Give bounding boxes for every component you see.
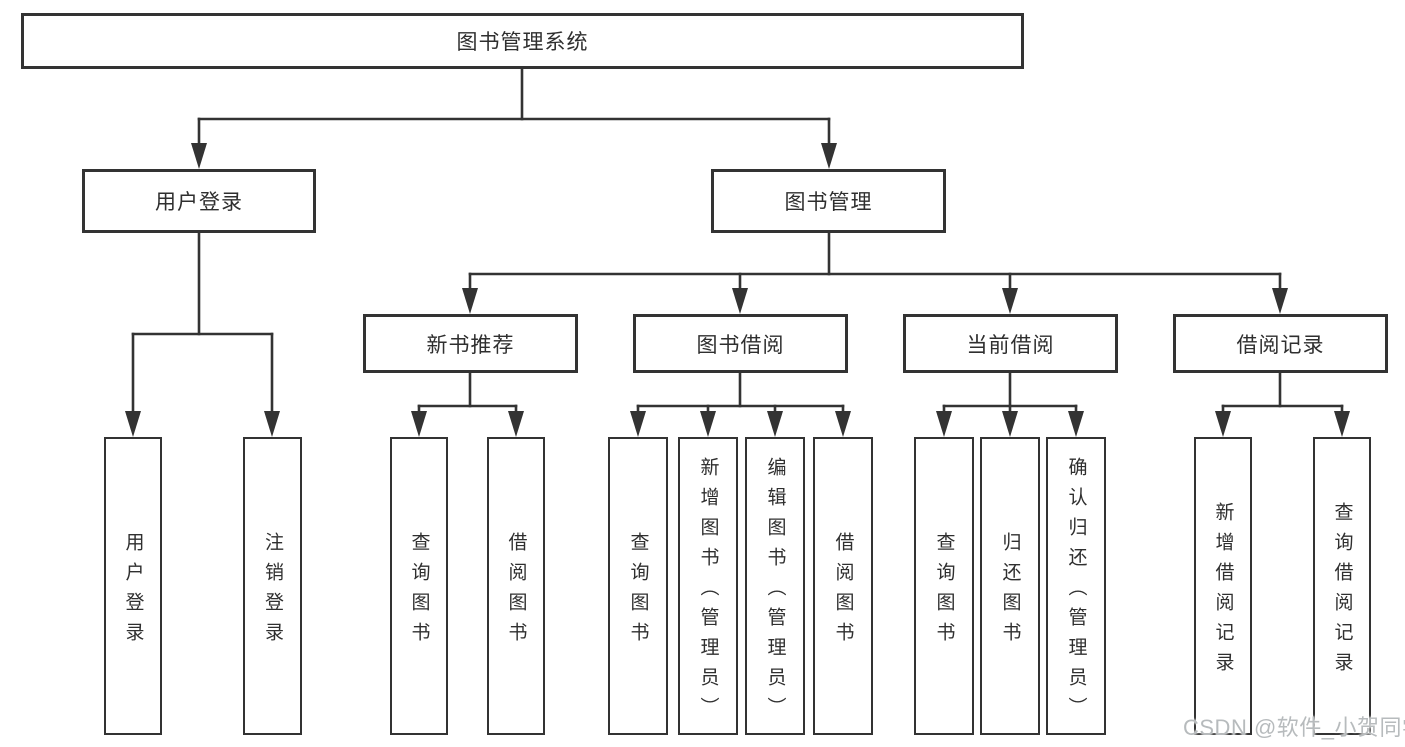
- node-borrow-books-recommend: 借阅图书: [487, 437, 545, 735]
- node-label: 归还图书: [999, 531, 1021, 652]
- node-user-login: 用户登录: [82, 169, 316, 233]
- node-current-borrowing: 当前借阅: [903, 314, 1118, 373]
- node-query-books-borrowing: 查询图书: [608, 437, 668, 735]
- arrowhead-down-icon: [1215, 411, 1231, 437]
- arrowhead-down-icon: [508, 411, 524, 437]
- arrowhead-down-icon: [191, 143, 207, 169]
- connector-root-to-level2: [191, 67, 837, 169]
- arrowhead-down-icon: [125, 411, 141, 437]
- node-label: 确认归还（管理员）: [1065, 456, 1087, 727]
- node-new-book-recommendation: 新书推荐: [363, 314, 578, 373]
- node-label: 新增借阅记录: [1212, 501, 1234, 682]
- arrowhead-down-icon: [821, 143, 837, 169]
- connector-new-book-children: [411, 371, 524, 437]
- node-query-books-recommend: 查询图书: [390, 437, 448, 735]
- node-user-login-leaf: 用户登录: [104, 437, 162, 735]
- node-label: 用户登录: [122, 531, 144, 652]
- node-label: 查询图书: [933, 531, 955, 652]
- node-borrowing-records: 借阅记录: [1173, 314, 1388, 373]
- node-query-borrow-record: 查询借阅记录: [1313, 437, 1371, 735]
- arrowhead-down-icon: [835, 411, 851, 437]
- node-add-borrow-record: 新增借阅记录: [1194, 437, 1252, 735]
- connector-borrowing-children: [630, 371, 851, 437]
- arrowhead-down-icon: [936, 411, 952, 437]
- csdn-watermark: CSDN @软件_小贺同学: [1183, 715, 1405, 740]
- node-query-books-current: 查询图书: [914, 437, 974, 735]
- node-borrow-books-borrowing: 借阅图书: [813, 437, 873, 735]
- node-edit-book-admin: 编辑图书（管理员）: [745, 437, 805, 735]
- node-label: 查询借阅记录: [1331, 501, 1353, 682]
- node-label: 借阅图书: [832, 531, 854, 652]
- node-book-management: 图书管理: [711, 169, 946, 233]
- node-label: 查询图书: [627, 531, 649, 652]
- arrowhead-down-icon: [700, 411, 716, 437]
- connector-book-mgmt-children: [462, 231, 1288, 314]
- arrowhead-down-icon: [1002, 411, 1018, 437]
- arrowhead-down-icon: [1068, 411, 1084, 437]
- node-label: 查询图书: [408, 531, 430, 652]
- node-library-management-system: 图书管理系统: [21, 13, 1024, 69]
- node-label: 借阅图书: [505, 531, 527, 652]
- node-label: 编辑图书（管理员）: [764, 456, 786, 727]
- node-confirm-return-admin: 确认归还（管理员）: [1046, 437, 1106, 735]
- arrowhead-down-icon: [732, 288, 748, 314]
- arrowhead-down-icon: [1334, 411, 1350, 437]
- node-return-books: 归还图书: [980, 437, 1040, 735]
- arrowhead-down-icon: [462, 288, 478, 314]
- connector-user-login-children: [125, 231, 280, 437]
- connector-current-children: [936, 371, 1084, 437]
- arrowhead-down-icon: [411, 411, 427, 437]
- arrowhead-down-icon: [767, 411, 783, 437]
- arrowhead-down-icon: [1272, 288, 1288, 314]
- arrowhead-down-icon: [264, 411, 280, 437]
- node-label: 注销登录: [262, 531, 283, 652]
- node-add-book-admin: 新增图书（管理员）: [678, 437, 738, 735]
- arrowhead-down-icon: [1002, 288, 1018, 314]
- node-logout: 注销登录: [243, 437, 302, 735]
- node-label: 新增图书（管理员）: [697, 456, 719, 727]
- node-book-borrowing: 图书借阅: [633, 314, 848, 373]
- connector-records-children: [1215, 371, 1350, 437]
- arrowhead-down-icon: [630, 411, 646, 437]
